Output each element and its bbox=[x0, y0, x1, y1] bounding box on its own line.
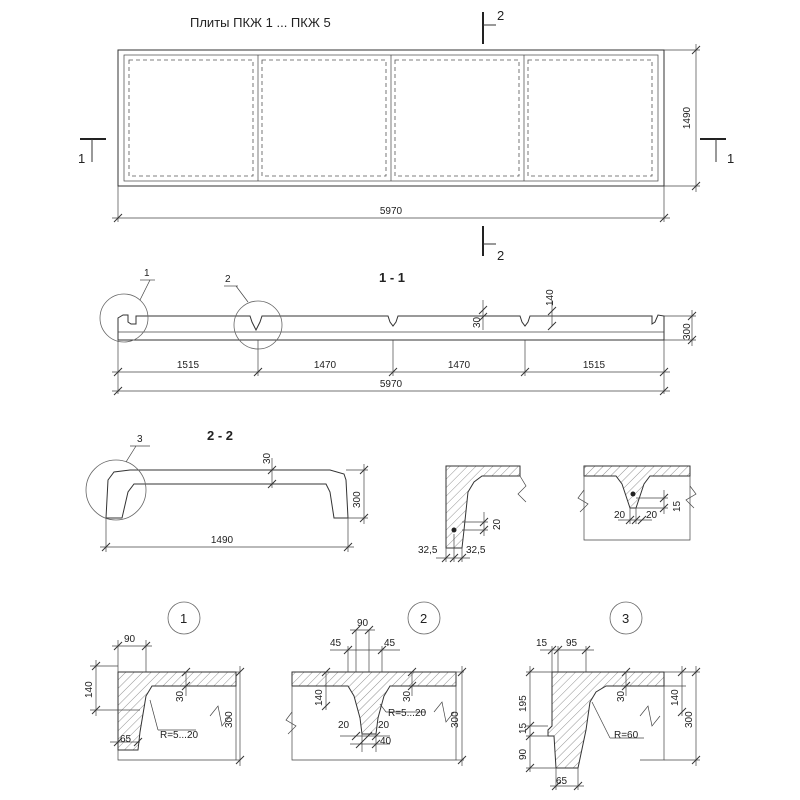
rebar-dot-end bbox=[451, 527, 457, 533]
detail-2-dim-30: 30 bbox=[402, 690, 413, 702]
detail-1-dim-65: 65 bbox=[120, 734, 132, 745]
cut-mark-2-bottom: 2 bbox=[482, 226, 504, 263]
detail-3-dim-195: 195 bbox=[518, 695, 529, 712]
cut-mark-1-left-label: 1 bbox=[78, 151, 85, 166]
cut-mark-1-left: 1 bbox=[78, 138, 106, 166]
section-1-1-dim-4: 1515 bbox=[583, 360, 606, 371]
detail-2-dim-40: 40 bbox=[380, 736, 392, 747]
section-1-1-outline bbox=[117, 314, 665, 341]
callout-circle-1 bbox=[99, 293, 149, 343]
section-1-1-height-dim: 300 bbox=[682, 323, 693, 340]
section-1-1: 1 - 1 1 2 30 140 300 bbox=[99, 268, 697, 396]
section-1-1-label: 1 - 1 bbox=[379, 270, 405, 285]
detail-3-dim-300: 300 bbox=[684, 711, 695, 728]
detail-2-dim-45-left: 45 bbox=[330, 638, 342, 649]
detail-3-number: 3 bbox=[622, 611, 629, 626]
detail-1-dim-30: 30 bbox=[175, 690, 186, 702]
section-2-2-outline bbox=[105, 469, 349, 519]
detail-3-dim-95: 95 bbox=[566, 638, 578, 649]
section-1-1-flange-dim: 30 bbox=[472, 316, 483, 328]
detail-2-dim-20-left: 20 bbox=[338, 720, 350, 731]
section-1-1-total-dim: 5970 bbox=[380, 379, 403, 390]
section-1-1-dim-3: 1470 bbox=[448, 360, 471, 371]
callout-2-label: 2 bbox=[225, 274, 231, 285]
plan-panel-2 bbox=[261, 59, 387, 177]
detail-1-dim-300: 300 bbox=[224, 711, 235, 728]
detail-2-dim-140: 140 bbox=[314, 689, 325, 706]
detail-3-dim-65: 65 bbox=[556, 776, 568, 787]
callout-3-label: 3 bbox=[137, 434, 143, 445]
callout-circle-3 bbox=[85, 459, 147, 521]
section-1-1-rib-dim: 140 bbox=[545, 289, 556, 306]
rib-end-section bbox=[445, 465, 521, 549]
cut-mark-2-top: 2 bbox=[482, 8, 504, 44]
rib-mid-dim-15: 15 bbox=[672, 500, 683, 512]
section-1-1-dim-1: 1515 bbox=[177, 360, 200, 371]
detail-1-circle bbox=[167, 601, 201, 635]
detail-3-dim-90: 90 bbox=[518, 748, 529, 760]
detail-3-section bbox=[547, 671, 665, 769]
cut-mark-1-right: 1 bbox=[700, 138, 734, 166]
rebar-dot-mid bbox=[630, 491, 636, 497]
detail-2-circle bbox=[407, 601, 441, 635]
plan-panel-1 bbox=[128, 59, 254, 177]
callout-1-label: 1 bbox=[144, 268, 150, 279]
detail-2-radius: R=5...20 bbox=[388, 708, 427, 719]
rib-end-dim-20: 20 bbox=[492, 518, 503, 530]
plan-panel-3 bbox=[394, 59, 520, 177]
detail-3-dim-15: 15 bbox=[536, 638, 548, 649]
section-2-2-height-dim: 300 bbox=[352, 491, 363, 508]
plan-width-dim: 1490 bbox=[682, 106, 693, 129]
rib-mid-dim-20-right: 20 bbox=[646, 510, 658, 521]
detail-3-dim-140: 140 bbox=[670, 689, 681, 706]
cut-mark-2-top-label: 2 bbox=[497, 8, 504, 23]
detail-3-circle bbox=[609, 601, 643, 635]
detail-3-radius: R=60 bbox=[614, 730, 639, 741]
detail-3: 3 15 95 195 15 90 30 140 bbox=[518, 601, 701, 791]
cut-mark-2-bottom-label: 2 bbox=[497, 248, 504, 263]
plan-panel-4 bbox=[527, 59, 653, 177]
detail-2-number: 2 bbox=[420, 611, 427, 626]
detail-2-dim-20-right: 20 bbox=[378, 720, 390, 731]
detail-1-dim-90: 90 bbox=[124, 634, 136, 645]
cut-mark-1-right-label: 1 bbox=[727, 151, 734, 166]
detail-2-dim-45-right: 45 bbox=[384, 638, 396, 649]
detail-1-dim-140: 140 bbox=[84, 681, 95, 698]
detail-1-number: 1 bbox=[180, 611, 187, 626]
drawing-title: Плиты ПКЖ 1 ... ПКЖ 5 bbox=[190, 15, 331, 30]
section-2-2-label: 2 - 2 bbox=[207, 428, 233, 443]
rib-mid-dim-20-left: 20 bbox=[614, 510, 626, 521]
section-2-2-width-dim: 1490 bbox=[211, 535, 234, 546]
rib-detail-end: 20 32,5 32,5 bbox=[418, 465, 527, 563]
detail-2: 2 90 45 45 140 30 R=5...20 bbox=[285, 601, 467, 766]
section-2-2: 2 - 2 3 30 300 1490 bbox=[85, 428, 369, 552]
section-2-2-flange-dim: 30 bbox=[262, 452, 273, 464]
detail-1-radius: R=5...20 bbox=[160, 730, 199, 741]
rib-detail-middle: 20 20 15 bbox=[577, 465, 697, 541]
detail-1-section bbox=[117, 671, 237, 751]
rib-end-dim-32-right: 32,5 bbox=[466, 545, 486, 556]
detail-3-dim-30: 30 bbox=[616, 690, 627, 702]
detail-2-dim-300: 300 bbox=[450, 711, 461, 728]
plan-view: 1 1 2 2 5970 1490 bbox=[78, 8, 734, 263]
detail-3-dim-15-left: 15 bbox=[518, 722, 529, 734]
detail-2-dim-90: 90 bbox=[357, 618, 369, 629]
detail-1: 1 90 140 30 R=5...20 65 300 bbox=[84, 601, 245, 766]
section-1-1-dim-2: 1470 bbox=[314, 360, 337, 371]
plan-length-dim: 5970 bbox=[380, 206, 403, 217]
rib-end-dim-32-left: 32,5 bbox=[418, 545, 438, 556]
plan-outline bbox=[117, 49, 665, 187]
